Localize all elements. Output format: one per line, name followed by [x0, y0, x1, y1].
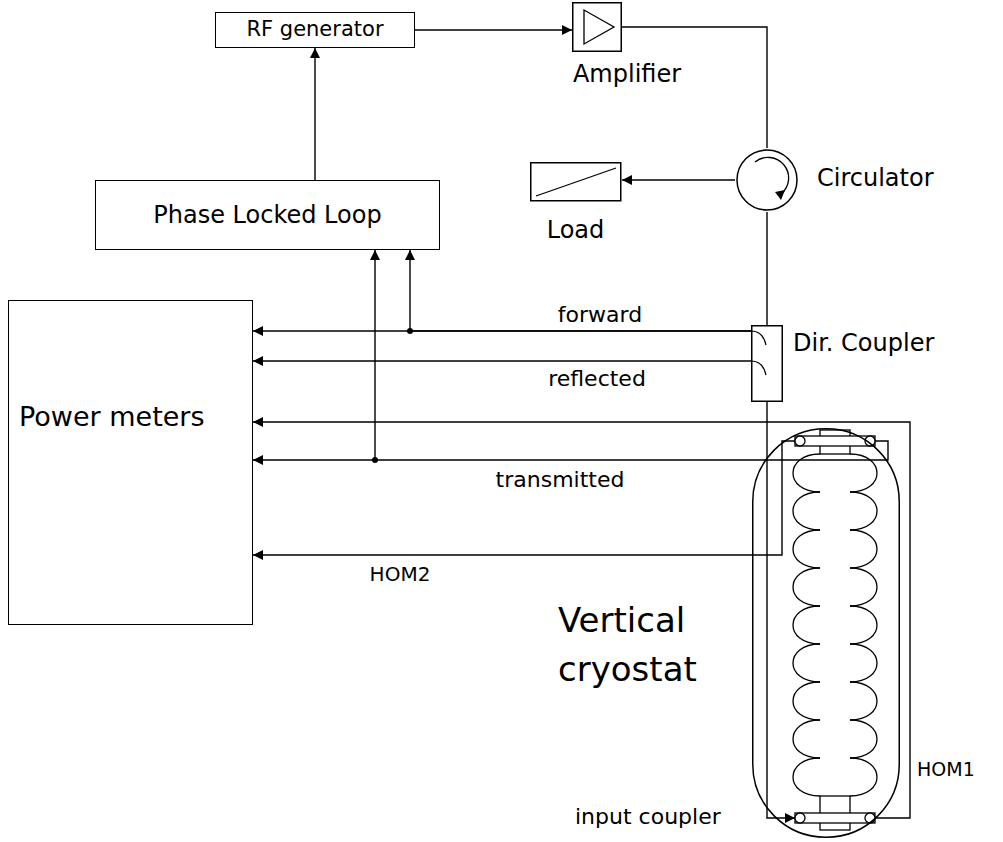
- amplifier-symbol-shape: [572, 2, 622, 52]
- node-label: Load: [528, 216, 623, 245]
- directional-coupler-shape: [751, 325, 783, 402]
- power-meter-box: Power meters: [8, 300, 253, 625]
- cavity-cell: [793, 492, 877, 530]
- cavity-cell: [793, 606, 877, 644]
- directional-coupler: Dir. Coupler: [751, 325, 996, 402]
- circulator-symbol: Circulator: [735, 148, 975, 212]
- signal-line: [622, 179, 735, 180]
- node-label: Dir. Coupler: [793, 329, 934, 358]
- pll-box: Phase Locked Loop: [95, 180, 440, 250]
- hom2-port: [795, 436, 805, 446]
- signal-label: HOM2: [370, 562, 431, 586]
- circulator-symbol-shape: [735, 148, 799, 212]
- hom1-port: [865, 813, 875, 823]
- cavity-cell: [793, 644, 877, 682]
- node-label: Vertical cryostat: [558, 596, 743, 695]
- cavity-cell: [793, 758, 877, 796]
- node-label: RF generator: [246, 17, 383, 42]
- port-label: input coupler: [575, 804, 721, 830]
- cavity-cell: [793, 720, 877, 758]
- signal-line: [314, 48, 315, 180]
- flange: [795, 436, 875, 446]
- node-label: Power meters: [19, 401, 205, 433]
- signal-line: [253, 441, 888, 460]
- signal-line: [253, 422, 910, 818]
- signal-line: [767, 402, 795, 818]
- load-symbol-shape: [530, 162, 622, 202]
- signal-line: [253, 360, 751, 361]
- flange: [795, 813, 875, 823]
- node-label: Amplifier: [552, 60, 702, 89]
- cryostat-outline-shape: [752, 428, 900, 838]
- signal-label: transmitted: [496, 467, 625, 493]
- node-label: Phase Locked Loop: [153, 201, 381, 230]
- amplifier-symbol: Amplifier: [552, 0, 702, 100]
- cavity-cell: [793, 568, 877, 606]
- port-label: HOM1: [917, 758, 975, 781]
- signal-line: [410, 250, 751, 331]
- signal-label: forward: [558, 302, 642, 328]
- signal-line: [374, 250, 375, 460]
- cavity-cell: [793, 682, 877, 720]
- cavity-drawing: [793, 430, 877, 830]
- generator-box: RF generator: [215, 12, 415, 48]
- load-symbol: Load: [528, 160, 623, 255]
- node-label: Circulator: [817, 164, 934, 193]
- input-port: [795, 813, 805, 823]
- cavity-cell: [793, 530, 877, 568]
- signal-line: [415, 29, 572, 30]
- signal-label: reflected: [548, 366, 646, 392]
- cryostat-outline: Vertical cryostat: [752, 428, 900, 838]
- signal-line: [253, 441, 795, 555]
- signal-line: [766, 212, 767, 325]
